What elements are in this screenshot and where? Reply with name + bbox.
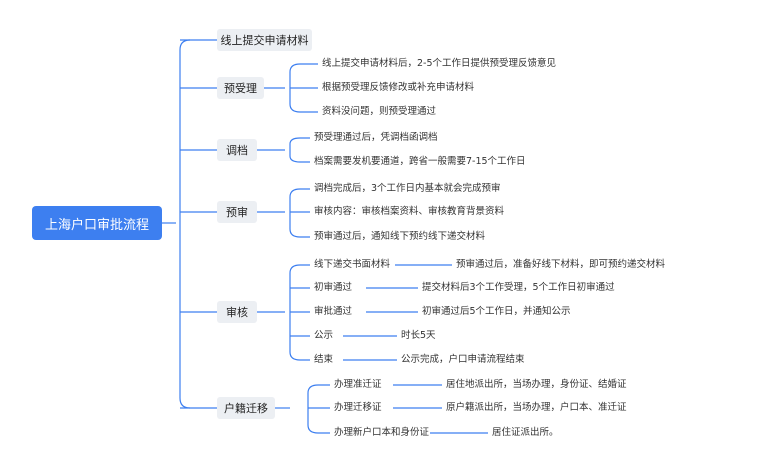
review-step-3: 审批通过: [314, 306, 353, 317]
category-review[interactable]: 审核: [217, 301, 257, 323]
review-step-4-detail: 时长5天: [401, 330, 436, 341]
root-node[interactable]: 上海户口审批流程: [32, 206, 162, 240]
transfer-step-2-detail: 原户籍派出所，当场办理，户口本、准迁证: [446, 402, 627, 413]
category-pre-acceptance[interactable]: 预受理: [217, 77, 264, 99]
category-file-transfer[interactable]: 调档: [217, 139, 257, 161]
review-step-2-detail: 提交材料后3个工作受理，5个工作日初审通过: [422, 282, 615, 293]
category-hukou-transfer[interactable]: 户籍迁移: [217, 397, 275, 419]
pre-review-item-1: 调档完成后，3个工作日内基本就会完成预审: [314, 183, 501, 194]
review-step-5: 结束: [314, 354, 334, 365]
pre-acceptance-item-2: 根据预受理反馈修改或补充申请材料: [322, 82, 475, 93]
transfer-step-2: 办理迁移证: [334, 402, 382, 413]
review-step-4: 公示: [314, 330, 334, 341]
pre-review-item-3: 预审通过后，通知线下预约线下递交材料: [314, 231, 486, 242]
pre-acceptance-item-3: 资料没问题，则预受理通过: [322, 106, 437, 117]
pre-review-item-2: 审核内容：审核档案资料、审核教育背景资料: [314, 206, 505, 217]
review-step-2: 初审通过: [314, 282, 353, 293]
transfer-step-1-detail: 居住地派出所，当场办理，身份证、结婚证: [446, 379, 627, 390]
file-transfer-item-2: 档案需要发机要通道，跨省一般需要7-15个工作日: [314, 156, 526, 167]
review-step-1-detail: 预审通过后，准备好线下材料，即可预约递交材料: [456, 259, 666, 270]
review-step-5-detail: 公示完成，户口申请流程结束: [401, 354, 525, 365]
file-transfer-item-1: 预受理通过后，凭调档函调档: [314, 132, 438, 143]
review-step-1: 线下递交书面材料: [314, 259, 391, 270]
transfer-step-1: 办理准迁证: [334, 379, 382, 390]
review-step-3-detail: 初审通过后5个工作日，并通知公示: [422, 306, 571, 317]
category-online-submit[interactable]: 线上提交申请材料: [217, 29, 312, 51]
pre-acceptance-item-1: 线上提交申请材料后，2-5个工作日提供预受理反馈意见: [322, 58, 557, 69]
category-pre-review[interactable]: 预审: [217, 201, 257, 223]
transfer-step-3-detail: 居住证派出所。: [492, 427, 559, 438]
transfer-step-3: 办理新户口本和身份证: [334, 427, 430, 438]
